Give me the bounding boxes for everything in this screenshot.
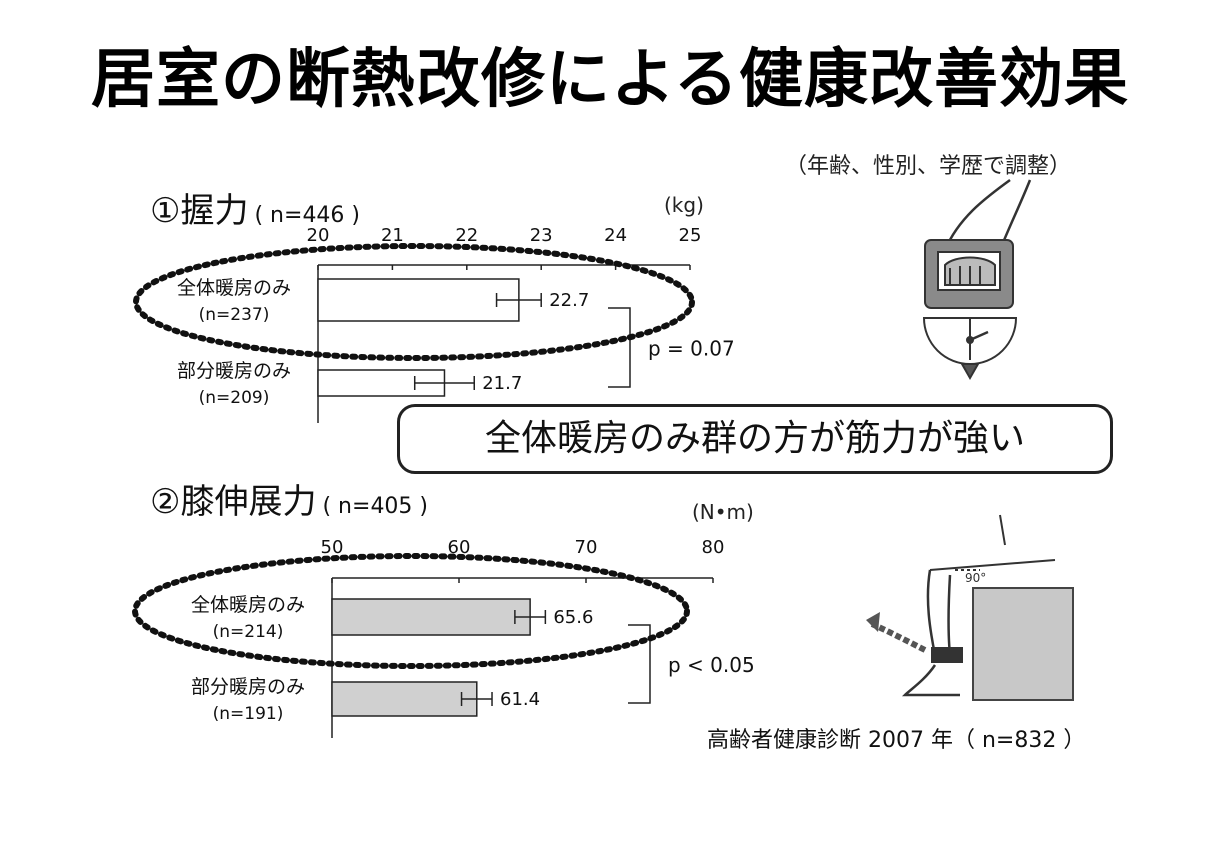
chart2-knee-extension: 50 60 70 80 65.6 全体暖房のみ (n=214) 61.4 部分暖房のみ (n=19… bbox=[132, 537, 755, 738]
chart1-title-block: ①握力( n=446 ) bbox=[150, 183, 360, 232]
slide-title: 居室の断熱改修による健康改善効果 bbox=[90, 43, 1130, 117]
chart2-n: ( n=405 ) bbox=[322, 494, 429, 519]
footer-note: 高齢者健康診断 2007 年（ n=832 ） bbox=[707, 728, 1086, 753]
conclusion-callout: 全体暖房のみ群の方が筋力が強い bbox=[397, 404, 1113, 474]
x-tick-label: 22 bbox=[455, 225, 478, 246]
x-tick-label: 24 bbox=[604, 225, 627, 246]
group-n-label: (n=237) bbox=[199, 305, 270, 325]
group-n-label: (n=209) bbox=[199, 388, 270, 408]
p-value-label: p < 0.05 bbox=[668, 653, 755, 677]
chart1-title: ①握力 bbox=[150, 191, 249, 231]
category-label: 部分暖房のみ bbox=[177, 360, 291, 382]
knee-extension-leg-icon: 90° bbox=[866, 514, 1074, 701]
x-tick-label: 23 bbox=[530, 225, 553, 246]
x-tick-label: 70 bbox=[575, 537, 598, 558]
x-tick-label: 80 bbox=[702, 537, 725, 558]
category-label: 全体暖房のみ bbox=[191, 594, 305, 616]
chart1-n: ( n=446 ) bbox=[254, 203, 361, 228]
hand-grip-dynamometer-icon bbox=[922, 178, 1032, 381]
highlight-ellipse bbox=[133, 243, 695, 361]
significance-bracket bbox=[608, 307, 631, 388]
x-tick-label: 20 bbox=[307, 225, 330, 246]
chart1-grip-strength: 20 21 22 23 24 25 22.7 全体暖房のみ (n=237) 21.7 部分暖房のみ (… bbox=[133, 225, 735, 423]
highlight-ellipse bbox=[132, 553, 690, 669]
chart2-unit: (N•m) bbox=[692, 500, 754, 524]
value-label: 22.7 bbox=[549, 290, 589, 311]
bar bbox=[331, 598, 531, 636]
x-tick-label: 60 bbox=[448, 537, 471, 558]
value-label: 65.6 bbox=[553, 607, 593, 628]
category-label: 全体暖房のみ bbox=[177, 277, 291, 299]
chart2-title-block: ②膝伸展力( n=405 ) bbox=[150, 474, 428, 523]
value-label: 21.7 bbox=[482, 373, 522, 394]
group-n-label: (n=191) bbox=[213, 704, 284, 724]
value-label: 61.4 bbox=[500, 689, 540, 710]
chart1-unit: (kg) bbox=[664, 193, 704, 217]
group-n-label: (n=214) bbox=[213, 622, 284, 642]
svg-text:90°: 90° bbox=[965, 571, 986, 585]
x-tick-label: 50 bbox=[321, 537, 344, 558]
p-value-label: p = 0.07 bbox=[648, 337, 735, 361]
significance-bracket bbox=[628, 624, 651, 704]
x-tick-label: 25 bbox=[679, 225, 702, 246]
bar bbox=[331, 681, 478, 717]
bar bbox=[317, 278, 520, 322]
x-tick-label: 21 bbox=[381, 225, 404, 246]
adjustment-note: （年齢、性別、学歴で調整） bbox=[785, 154, 1072, 179]
category-label: 部分暖房のみ bbox=[191, 676, 305, 698]
chart2-title: ②膝伸展力 bbox=[150, 482, 317, 522]
